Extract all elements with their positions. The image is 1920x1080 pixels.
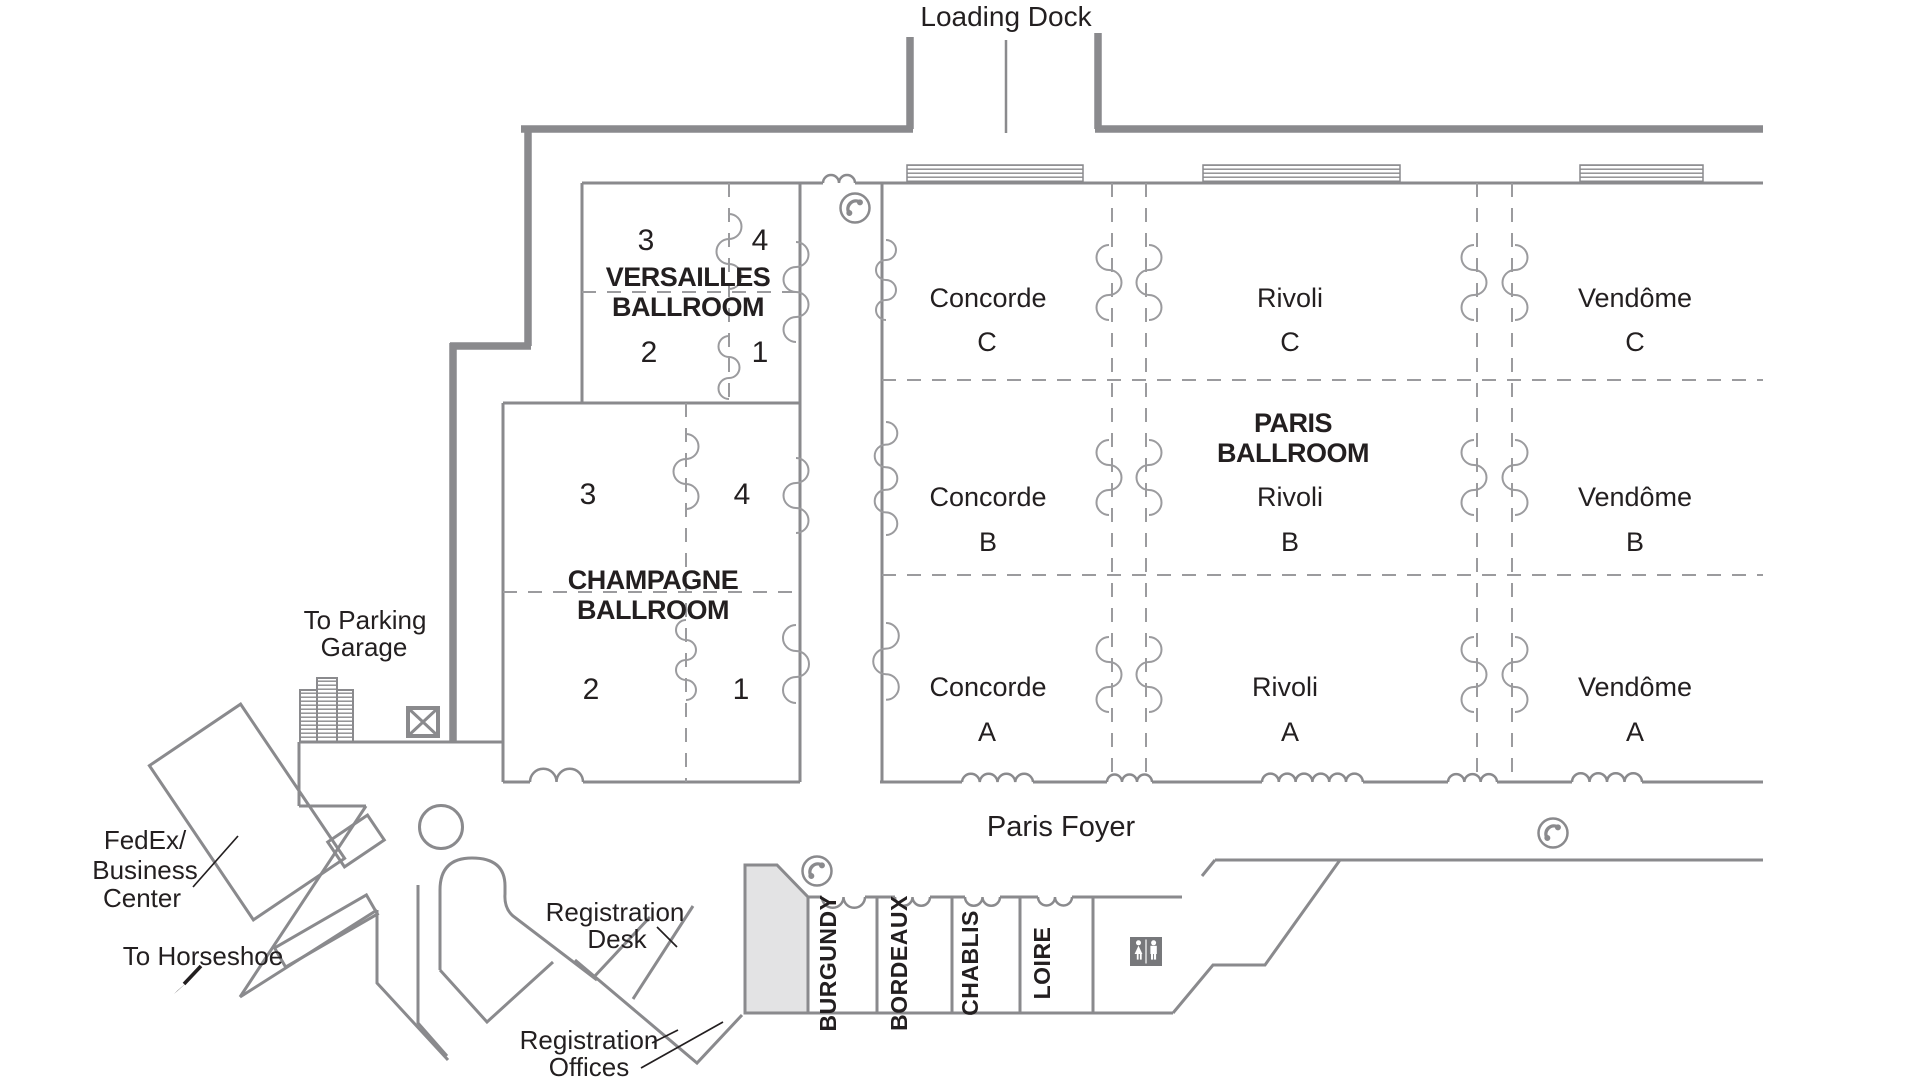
partition-symbols — [672, 213, 1529, 713]
rivoli-a-name: Rivoli — [1252, 672, 1318, 702]
room-loire-label: LOIRE — [1029, 927, 1055, 1000]
registration-offices-label-2: Offices — [549, 1052, 629, 1080]
room-bordeaux-label: BORDEAUX — [886, 895, 912, 1031]
concorde-c-name: Concorde — [929, 283, 1046, 313]
concorde-c-letter: C — [977, 327, 997, 357]
rivoli-a-letter: A — [1281, 717, 1299, 747]
column — [418, 804, 464, 850]
fedex-business-center-label-3: Center — [103, 883, 181, 913]
rivoli-b-letter: B — [1281, 527, 1299, 557]
vendome-a-letter: A — [1626, 717, 1644, 747]
registration-desk-label-1: Registration — [546, 897, 685, 927]
champagne-section-3: 3 — [580, 478, 597, 511]
phone-icon — [839, 192, 871, 224]
paris-ballroom-label-1: PARIS — [1254, 408, 1332, 438]
fedex-business-center-label-2: Business — [92, 855, 198, 885]
versailles-ballroom-label-2: BALLROOM — [612, 292, 764, 322]
vendome-b-name: Vendôme — [1578, 482, 1692, 512]
vendome-b-letter: B — [1626, 527, 1644, 557]
champagne-section-1: 1 — [733, 673, 750, 706]
lobby-counter — [325, 813, 387, 869]
room-burgundy-label: BURGUNDY — [815, 895, 841, 1032]
concorde-a-letter: A — [978, 717, 996, 747]
to-parking-garage-label-1: To Parking — [304, 605, 427, 635]
versailles-section-3: 3 — [638, 224, 655, 257]
champagne-ballroom-label-2: BALLROOM — [577, 595, 729, 625]
registration-desk-area — [743, 863, 810, 1015]
lobby-walls — [147, 702, 744, 1066]
versailles-section-2: 2 — [641, 336, 658, 369]
rivoli-c-letter: C — [1280, 327, 1300, 357]
phone-icon — [1537, 817, 1569, 849]
versailles-section-4: 4 — [752, 224, 769, 257]
dashed-dividers — [503, 183, 1763, 782]
paris-ballroom-label-2: BALLROOM — [1217, 438, 1369, 468]
rivoli-b-name: Rivoli — [1257, 482, 1323, 512]
entry-vestibule — [272, 892, 380, 970]
outer-walls — [449, 33, 1763, 742]
door-arcs — [528, 173, 1644, 909]
vendome-c-name: Vendôme — [1578, 283, 1692, 313]
room-chablis-label: CHABLIS — [957, 910, 983, 1016]
vendome-c-letter: C — [1625, 327, 1645, 357]
stairs-icon — [299, 677, 354, 743]
champagne-section-4: 4 — [734, 478, 751, 511]
concorde-b-letter: B — [979, 527, 997, 557]
champagne-ballroom-label-1: CHAMPAGNE — [568, 565, 739, 595]
rivoli-c-name: Rivoli — [1257, 283, 1323, 313]
paris-foyer-label: Paris Foyer — [987, 811, 1136, 843]
fedex-business-center-room — [147, 702, 347, 922]
loading-dock-pads — [906, 164, 1704, 184]
registration-desk-label-2: Desk — [587, 924, 647, 954]
vendome-a-name: Vendôme — [1578, 672, 1692, 702]
to-horseshoe-label: To Horseshoe — [123, 941, 283, 971]
champagne-section-2: 2 — [583, 673, 600, 706]
concorde-a-name: Concorde — [929, 672, 1046, 702]
phone-icon — [801, 855, 833, 887]
elevator-icon — [406, 706, 440, 738]
fedex-business-center-label-1: FedEx/ — [104, 825, 187, 855]
to-parking-garage-label-2: Garage — [321, 632, 408, 662]
registration-offices-label-1: Registration — [520, 1025, 659, 1055]
arrow-down-left-icon — [174, 964, 203, 994]
concorde-b-name: Concorde — [929, 482, 1046, 512]
restroom-icon — [1130, 937, 1162, 966]
annotation-lines — [192, 835, 724, 1069]
versailles-section-1: 1 — [752, 336, 769, 369]
versailles-ballroom-label-1: VERSAILLES — [606, 262, 771, 292]
loading-dock-label: Loading Dock — [920, 1, 1092, 32]
